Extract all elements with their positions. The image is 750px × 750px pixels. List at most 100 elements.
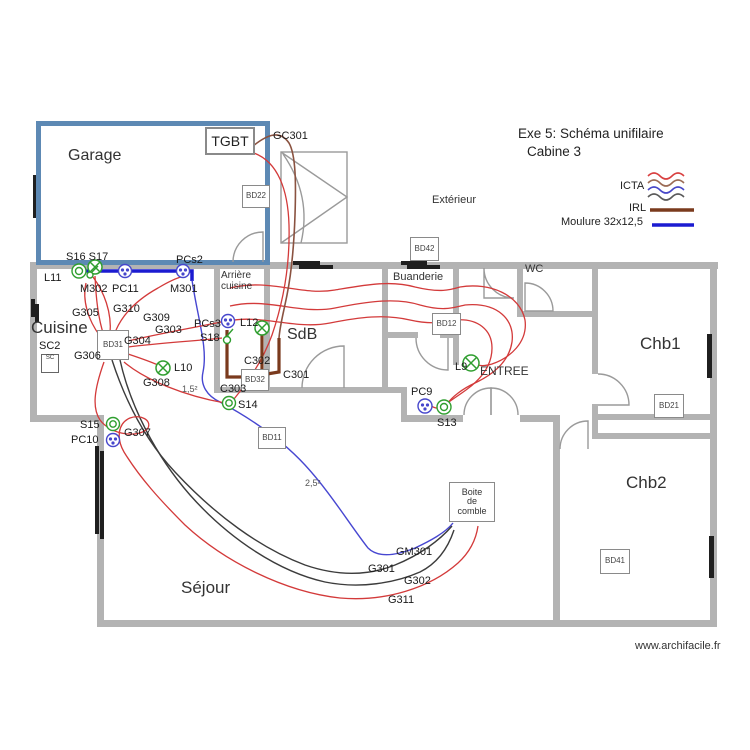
junction-box-bd41[interactable]: BD41 xyxy=(600,549,630,574)
legend-samples xyxy=(647,172,694,227)
junction-box-bd31[interactable]: BD31 xyxy=(97,330,129,360)
label-sc2: SC2 xyxy=(39,340,61,352)
garage-door-swing xyxy=(282,153,305,244)
label-g306: G306 xyxy=(74,350,101,362)
title-line-2: Cabine 3 xyxy=(527,144,582,160)
light-L9[interactable] xyxy=(462,354,480,372)
attic-junction-box[interactable]: Boite de comble xyxy=(449,482,495,522)
socket-PCs3[interactable] xyxy=(220,313,236,329)
label-g305: G305 xyxy=(72,307,99,319)
wall-top xyxy=(30,262,718,269)
room-label-chb2: Chb2 xyxy=(626,473,667,492)
wire-g308 xyxy=(123,361,226,404)
wall-step xyxy=(30,415,103,422)
window-sejour-left-b xyxy=(100,451,104,539)
wire-g310 xyxy=(115,275,185,331)
attic-box-line-1: Boite xyxy=(461,486,483,497)
socket-PC11[interactable] xyxy=(117,263,133,279)
window-top-2a xyxy=(401,261,427,265)
label-s15: S15 xyxy=(80,419,100,431)
tgbt-panel[interactable]: TGBT xyxy=(205,127,255,155)
label-c302: C302 xyxy=(244,355,271,367)
junction-box-bd11[interactable]: BD11 xyxy=(258,427,286,449)
window-top-2b xyxy=(407,265,440,269)
door-entree-right-leaf xyxy=(490,387,519,416)
label-g310: G310 xyxy=(113,303,140,315)
label-g308: G308 xyxy=(143,377,170,389)
archifacile-watermark: www.archifacile.fr xyxy=(635,640,721,652)
window-chb2-right xyxy=(709,536,714,578)
light-L10[interactable] xyxy=(155,360,171,376)
label-g304: G304 xyxy=(124,335,151,347)
junction-box-bd32[interactable]: BD32 xyxy=(241,369,269,391)
room-label-chb1: Chb1 xyxy=(640,334,681,353)
junction-box-bd42[interactable]: BD42 xyxy=(410,237,439,261)
door-garage-interior xyxy=(232,231,264,263)
wall-chb1-bottom xyxy=(597,414,710,420)
junction-box-bd22[interactable]: BD22 xyxy=(242,185,270,208)
label-m301: M301 xyxy=(170,283,198,295)
switch-S15[interactable] xyxy=(105,416,121,432)
switch-symbols xyxy=(71,263,452,432)
room-label-entree: ENTREE xyxy=(480,364,529,378)
room-label-arriere-cuisine: Arrière cuisine xyxy=(221,270,253,292)
legend-irl-label: IRL xyxy=(629,202,647,214)
socket-PC10[interactable] xyxy=(105,432,121,448)
door-chb2 xyxy=(559,420,589,450)
junction-box-bd21[interactable]: BD21 xyxy=(654,394,684,418)
window-sejour-left-a xyxy=(95,446,99,534)
window-top-1b xyxy=(299,265,333,269)
label-pc10: PC10 xyxy=(71,434,99,446)
sc2-device-box[interactable]: SC xyxy=(41,354,59,373)
wall-wc-left xyxy=(517,262,523,317)
switch-S13[interactable] xyxy=(436,399,452,415)
room-label-sejour: Séjour xyxy=(181,578,231,597)
wire-tgbt-to-s14 xyxy=(233,152,290,400)
wall-chb1-left-upper xyxy=(592,262,598,374)
window-cuisine-left-a xyxy=(31,299,35,317)
door-chb1 xyxy=(597,373,630,406)
room-label-cuisine: Cuisine xyxy=(31,318,88,337)
label-pc11: PC11 xyxy=(112,283,139,295)
wire-g302 xyxy=(119,359,455,586)
light-L11[interactable] xyxy=(87,259,103,275)
wire-g303 xyxy=(127,337,223,348)
legend-icta-gray-wave xyxy=(647,193,685,201)
junction-box-bd12[interactable]: BD12 xyxy=(432,313,461,335)
label-s16-s17: S16 S17 xyxy=(66,251,109,263)
label-g309: G309 xyxy=(143,312,170,324)
door-entree-left-leaf xyxy=(463,387,492,416)
conduit-c301 xyxy=(266,338,281,376)
light-symbols xyxy=(87,259,480,376)
switch-S18[interactable] xyxy=(222,328,234,345)
light-L12[interactable] xyxy=(254,320,270,336)
socket-PC9[interactable] xyxy=(417,398,433,414)
label-c301: C301 xyxy=(283,369,310,381)
wire-gm301 xyxy=(191,279,454,556)
wire-g301 xyxy=(111,359,453,574)
wire-m302 xyxy=(92,276,111,335)
room-label-exterieur: Extérieur xyxy=(432,194,477,206)
wire-moulure-garage xyxy=(79,269,194,281)
wall-cuisine-right xyxy=(214,262,220,393)
motor-M302[interactable] xyxy=(86,265,99,279)
socket-M301[interactable] xyxy=(175,263,191,279)
wall-entree-left xyxy=(401,387,407,422)
switch-S14[interactable] xyxy=(221,395,237,411)
wall-wc-bottom xyxy=(517,311,597,317)
wall-sdb-right xyxy=(382,262,388,393)
wire-g309 xyxy=(127,321,222,342)
label-g303: G303 xyxy=(155,324,182,336)
window-cuisine-left-b xyxy=(35,304,39,322)
room-label-sdb: SdB xyxy=(287,326,318,343)
wall-right xyxy=(710,262,717,627)
wire-sdb-wave-1 xyxy=(229,282,526,367)
label-section-2-5: 2,5² xyxy=(305,478,321,488)
switch-S16-S17[interactable] xyxy=(71,263,87,279)
window-garage-left xyxy=(33,175,38,218)
label-pcs2: PCs2 xyxy=(176,254,203,266)
legend-icta-blue-wave xyxy=(647,186,685,194)
irl-conduits xyxy=(225,330,281,379)
label-l11: L11 xyxy=(44,272,62,284)
